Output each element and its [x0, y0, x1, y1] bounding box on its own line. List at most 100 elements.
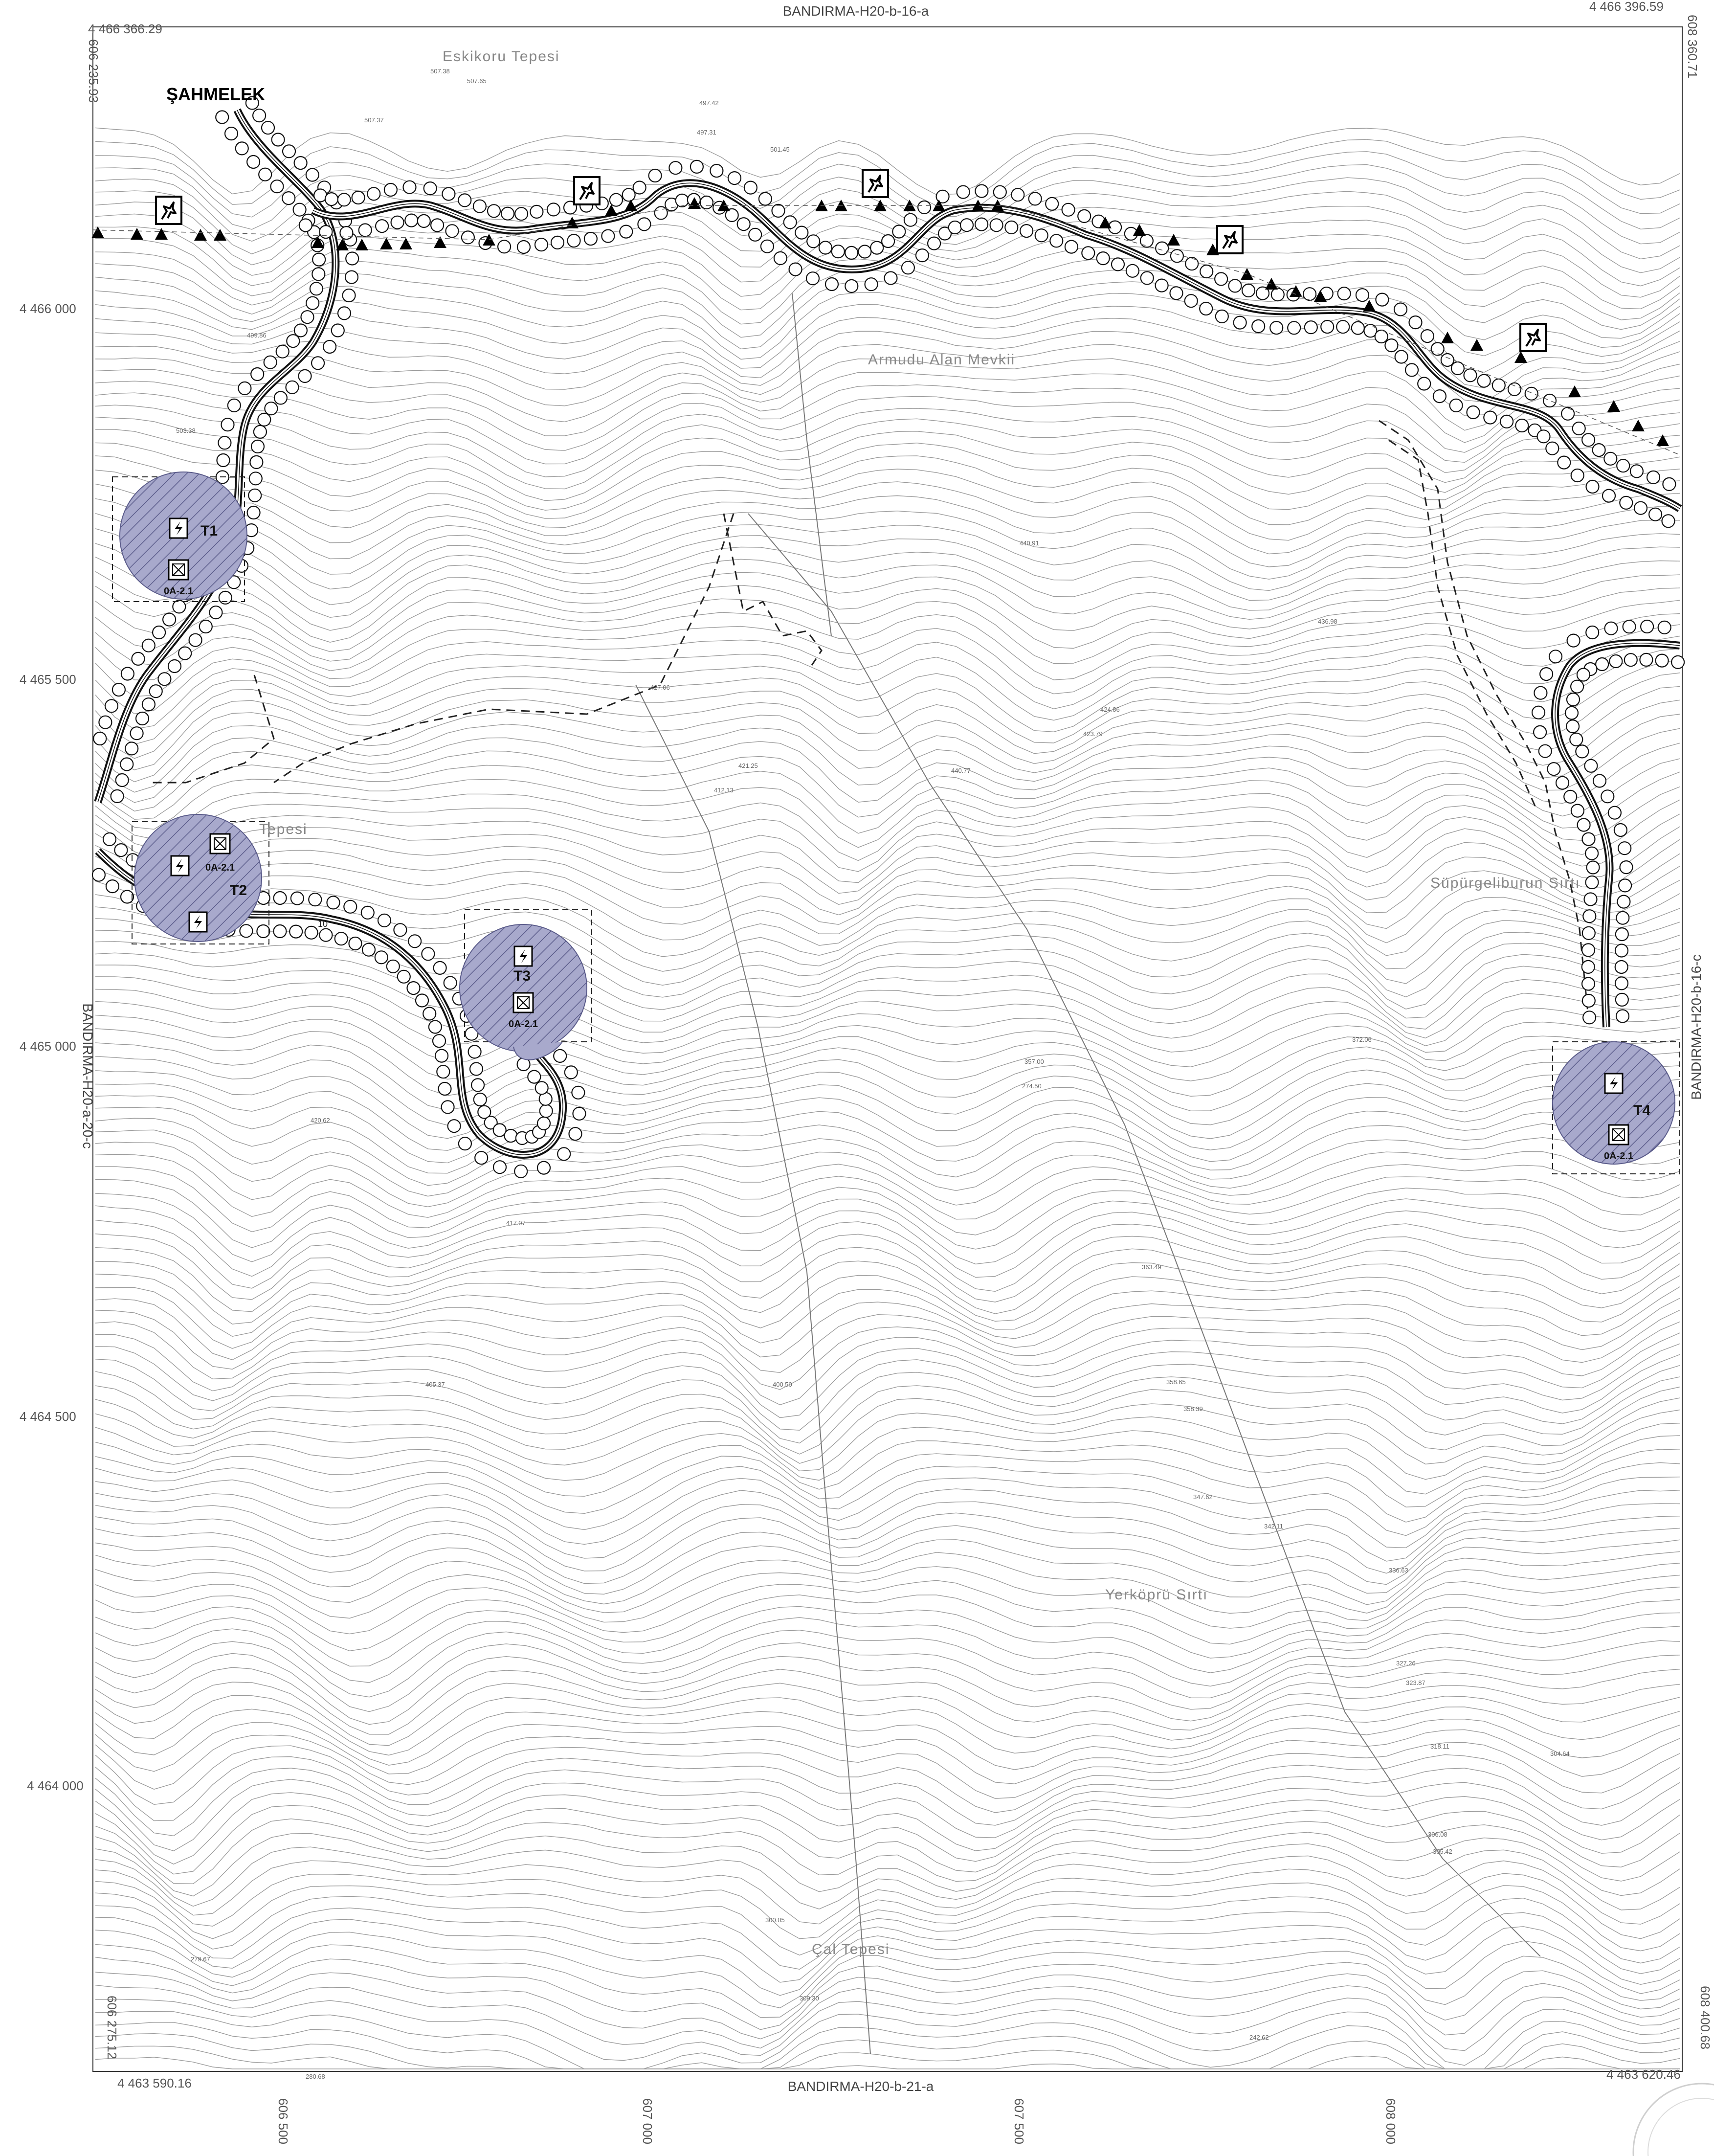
elevation-point-label: 363.49	[1142, 1263, 1161, 1271]
contour-line	[95, 1718, 1680, 1784]
substation-box-icon	[168, 559, 189, 581]
sheet-label-top: BANDIRMA-H20-b-16-a	[783, 3, 929, 19]
road-buffer-circle	[845, 279, 859, 293]
turbine-area-circle	[1552, 1041, 1675, 1165]
contour-line	[95, 1539, 1680, 1605]
boundary-triangle	[605, 204, 618, 216]
easting-tick: 608 000	[1383, 2098, 1398, 2144]
road-buffer-circle	[1064, 240, 1078, 254]
contour-line	[95, 1260, 1680, 1325]
elevation-point-label: 305.42	[1433, 1848, 1452, 1855]
road-buffer-circle	[375, 219, 389, 233]
road-centre	[312, 182, 1680, 509]
boundary-triangle	[1265, 278, 1278, 290]
boundary-triangle	[1470, 339, 1483, 351]
road-buffer-circle	[1185, 257, 1199, 271]
contour-line	[95, 1892, 1680, 1970]
road-buffer-circle	[637, 217, 651, 231]
contour-line	[95, 1695, 1680, 1756]
road-buffer-circle	[546, 202, 561, 217]
road-buffer-circle	[292, 202, 307, 217]
contour-line	[95, 1056, 1680, 1126]
contour-line	[95, 369, 1680, 443]
road-buffer-circle	[1618, 878, 1632, 893]
contour-line	[95, 659, 1680, 733]
road-buffer-circle	[539, 1104, 553, 1118]
road-buffer-circle	[760, 239, 775, 253]
road-buffer-circle	[209, 606, 223, 620]
road-buffer-circle	[1393, 302, 1408, 316]
road-buffer-circle	[1622, 620, 1636, 634]
contour-line	[95, 519, 1680, 591]
deer-crossing-icon	[573, 176, 601, 205]
road-buffer-circle	[1404, 363, 1419, 377]
contour-line	[95, 612, 1680, 680]
road-buffer-circle	[699, 195, 714, 209]
road-buffer-circle	[1241, 283, 1256, 298]
road-buffer-circle	[1061, 202, 1075, 217]
contour-line	[95, 1868, 1680, 1939]
contour-line	[95, 1551, 1680, 1614]
road-buffer-circle	[441, 1100, 455, 1114]
road-buffer-circle	[298, 369, 312, 383]
road-buffer-circle	[474, 1151, 489, 1165]
sheet-label-left: BANDIRMA-H20-a-20-c	[80, 1003, 95, 1148]
road-buffer-circle	[1557, 455, 1571, 470]
contour-line	[95, 952, 1680, 1022]
road-buffer-circle	[1581, 993, 1596, 1008]
contour-line	[95, 1274, 1680, 1337]
road-buffer-circle	[331, 323, 345, 337]
boundary-triangle	[1133, 224, 1146, 236]
road-buffer-circle	[304, 925, 318, 940]
road-buffer-circle	[390, 215, 404, 229]
road-buffer-circle	[98, 715, 112, 729]
road-buffer-circle	[484, 1116, 498, 1130]
road-buffer-circle	[648, 168, 662, 183]
road-buffer-circle	[215, 110, 229, 124]
turbine-zone-label: 0A-2.1	[205, 862, 235, 873]
road-buffer-circle	[135, 711, 150, 726]
road-buffer-circle	[1251, 319, 1266, 334]
contour-line	[95, 1298, 1680, 1363]
boundary-triangle-markers	[91, 197, 1680, 455]
road-buffer-circle	[492, 1123, 507, 1137]
road-buffer-circle	[1624, 653, 1638, 667]
road-buffer-circle	[273, 891, 287, 905]
elevation-point-label: 423.79	[1083, 730, 1103, 738]
road-buffer-circle	[298, 218, 313, 232]
road-buffer-circle	[1394, 350, 1408, 364]
contour-line	[95, 1881, 1680, 1956]
road-buffer-circle	[1581, 433, 1596, 447]
boundary-triangle	[400, 238, 412, 249]
elevation-point-label: 279.67	[191, 1955, 210, 1963]
northing-tick: 4 464 000	[27, 1778, 84, 1793]
easting-tick: 607 000	[640, 2098, 655, 2144]
road-buffer-circle	[1507, 382, 1522, 396]
road-buffer-circle	[282, 191, 296, 205]
road-buffer-circle	[1336, 320, 1350, 334]
road-buffer-circle	[892, 225, 906, 239]
road-buffer-circle	[1585, 479, 1600, 494]
road-buffer-circle	[1585, 875, 1599, 890]
road-buffer-circle	[1582, 1011, 1597, 1025]
coord-top-left-n: 4 466 366.29	[88, 22, 162, 36]
road-buffer-circle	[568, 1127, 582, 1141]
road-buffer-circle	[1581, 926, 1596, 940]
road-buffer-circle	[975, 184, 989, 198]
boundary-triangle	[1206, 244, 1219, 255]
contour-line	[95, 1768, 1680, 1838]
road-buffer-circle	[1417, 377, 1431, 391]
contour-line	[95, 2021, 1680, 2069]
road-buffer-circle	[115, 773, 129, 787]
contour-line	[95, 1754, 1680, 1826]
road-buffer-circle	[406, 981, 421, 995]
road-buffer-circle	[131, 651, 145, 666]
contour-line	[95, 1462, 1680, 1536]
road-buffer-circle	[1617, 895, 1631, 909]
elevation-point-label: 507.38	[430, 67, 450, 75]
contour-line	[95, 572, 1680, 643]
contour-line	[95, 850, 1680, 916]
coord-bottom-right-e: 608 400.68	[1698, 1986, 1713, 2049]
easting-tick: 606 500	[276, 2098, 290, 2144]
road-buffer-circle	[536, 1116, 551, 1130]
